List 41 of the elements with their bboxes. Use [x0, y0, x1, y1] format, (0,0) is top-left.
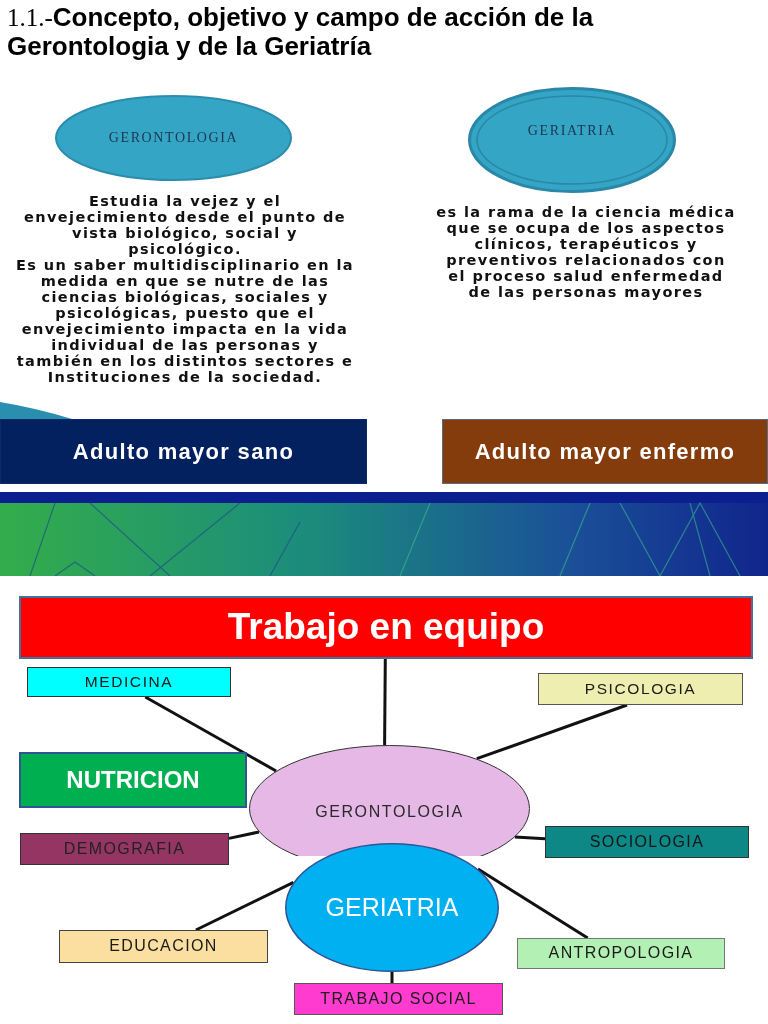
- discipline-box: [517, 938, 725, 969]
- discipline-label: MEDICINA: [84, 673, 174, 691]
- banner-heading: Trabajo en equipo: [227, 606, 545, 649]
- description-text: Estudia la vejez y el envejecimiento desde el punto de vista biológico, social y psicológico.: [23, 193, 347, 257]
- category-label: Adulto mayor sano: [72, 438, 295, 465]
- discipline-box: [59, 930, 268, 963]
- discipline-box: [19, 752, 247, 808]
- concept-label: GERONTOLOGIA: [108, 129, 239, 147]
- category-bar: [0, 419, 367, 484]
- connector-line: [390, 972, 394, 983]
- connector-line: [144, 695, 277, 773]
- discipline-label: SOCIOLOGIA: [589, 832, 705, 852]
- discipline-box: [20, 833, 229, 865]
- category-label: Adulto mayor enfermo: [474, 438, 736, 465]
- concept-label: GERIATRIA: [325, 893, 459, 922]
- connector-line: [477, 867, 589, 940]
- connector-line: [514, 835, 546, 841]
- connector-line: [228, 830, 260, 840]
- concept-ellipse: [468, 87, 676, 193]
- connector-line: [383, 659, 387, 745]
- discipline-label: NUTRICION: [66, 766, 200, 794]
- concept-ellipse: [55, 95, 292, 181]
- slide-title: 1.1.-Concepto, objetivo y campo de acción de la Gerontologia y de la Geriatría: [7, 3, 595, 61]
- connector-line: [476, 703, 628, 761]
- connector-line: [195, 880, 295, 932]
- discipline-box: [294, 983, 503, 1015]
- discipline-box: [27, 667, 231, 697]
- heading-banner: [19, 596, 753, 659]
- concept-label: GERONTOLOGIA: [315, 803, 464, 822]
- discipline-box: [538, 673, 743, 705]
- discipline-label: DEMOGRAFIA: [63, 839, 186, 859]
- discipline-box: [545, 826, 749, 858]
- concept-label: GERIATRIA: [527, 122, 617, 140]
- concept-ellipse: [285, 843, 499, 972]
- discipline-label: PSICOLOGIA: [584, 680, 697, 698]
- description-text: Es un saber multidisciplinario en la medida en que se nutre de las ciencias biológicas, sociales y psicológicas, puesto que el envejecimiento impacta en la vida individual de las personas y también en los distintos sectores e Instituciones de la sociedad.: [16, 257, 354, 385]
- category-bar: [442, 419, 768, 484]
- discipline-label: EDUCACION: [109, 937, 218, 956]
- discipline-label: TRABAJO SOCIAL: [320, 989, 477, 1009]
- description-text: es la rama de la ciencia médica que se ocupa de los aspectos clínicos, terapéuticos y preventivos relacionados con el proceso salud enfermedad de las personas mayores: [436, 204, 736, 300]
- discipline-label: ANTROPOLOGIA: [548, 944, 694, 963]
